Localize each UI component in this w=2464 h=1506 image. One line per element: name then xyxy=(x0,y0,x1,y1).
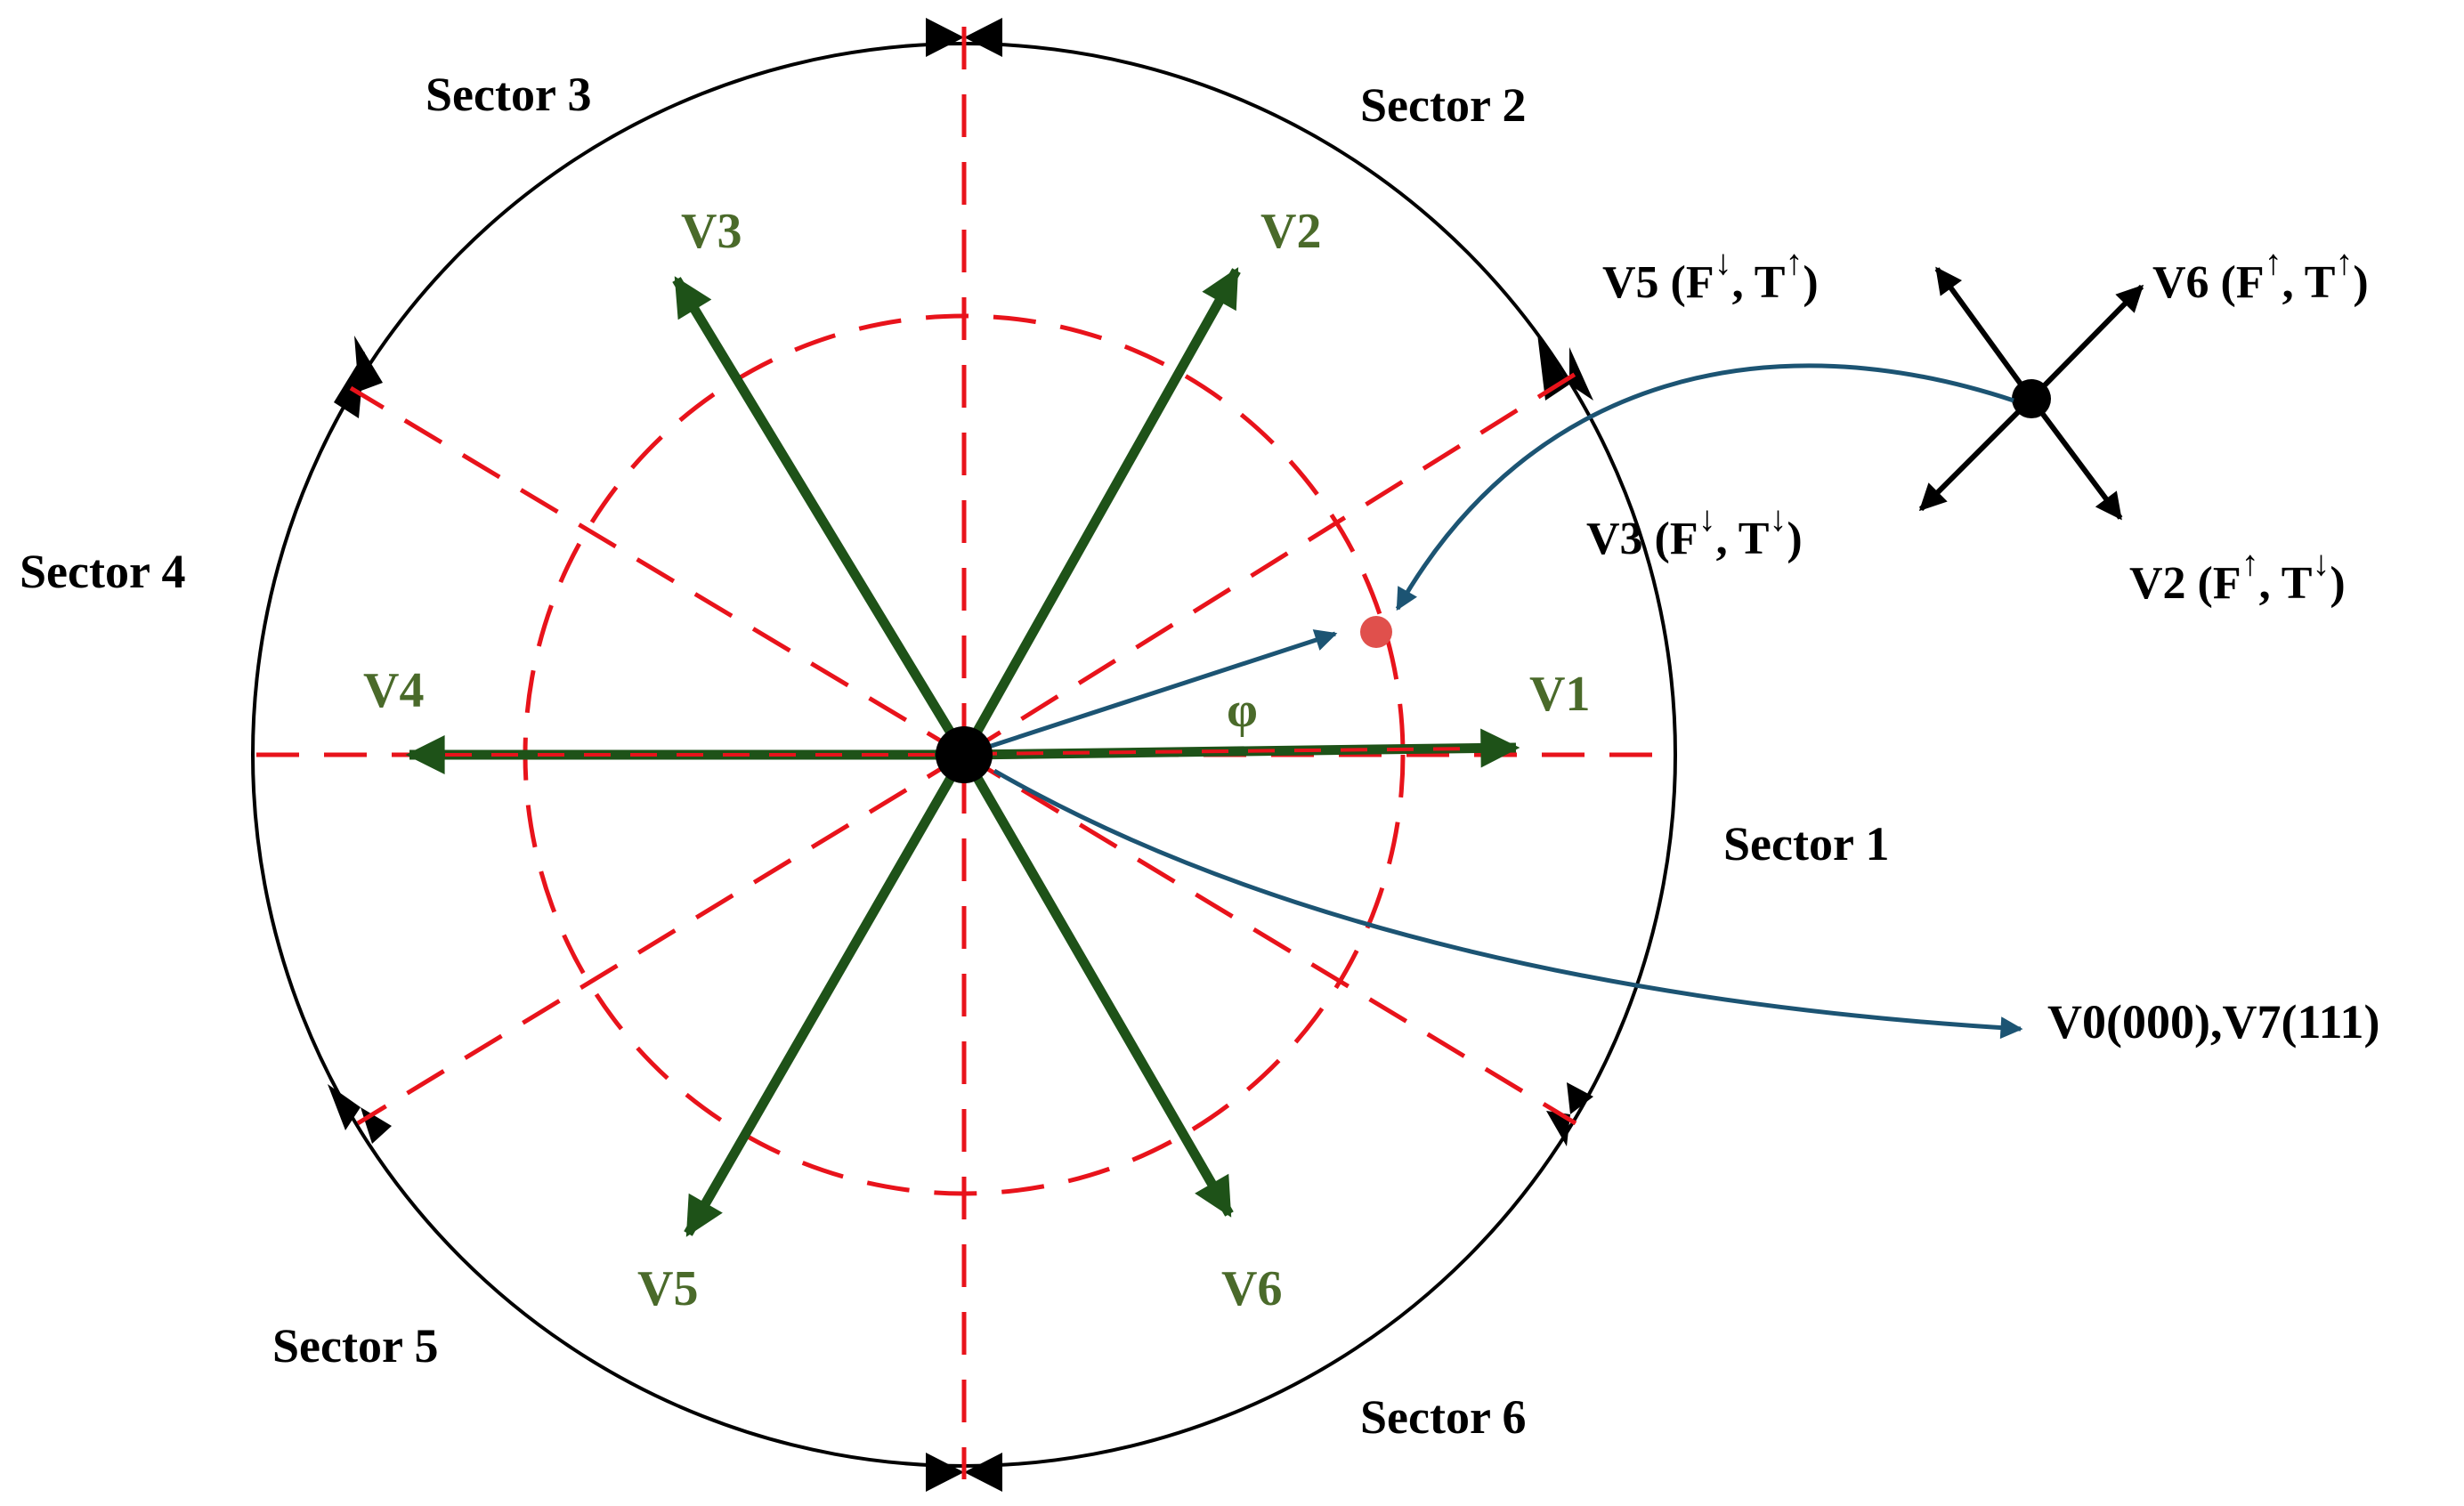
vector-label-v3: V3 xyxy=(681,204,742,259)
vector-v6-arrow xyxy=(960,752,1234,1218)
origin-dot xyxy=(936,726,993,783)
sector-line-diagonal-3 xyxy=(349,385,966,757)
legend-arrow-v6 xyxy=(2029,284,2144,401)
legend-v6-name: V6 (F xyxy=(2152,257,2265,308)
legend-v3-name: V3 (F xyxy=(1586,514,1698,564)
vector-label-v4: V4 xyxy=(363,663,424,718)
vector-v1-arrow xyxy=(963,728,1520,768)
vector-label-v2: V2 xyxy=(1260,204,1321,259)
vector-label-v6: V6 xyxy=(1221,1261,1282,1316)
legend-v5-name: V5 (F xyxy=(1602,257,1714,308)
boundary-marker-upper-left xyxy=(334,336,383,418)
legend-v5-mid: , T xyxy=(1732,257,1786,308)
sector-label-5: Sector 5 xyxy=(272,1319,438,1372)
legend-v6-t-arrow: ↑ xyxy=(2335,242,2353,282)
sector-label-3: Sector 3 xyxy=(426,68,591,121)
flux-point xyxy=(1360,616,1392,648)
zero-vectors-arrow xyxy=(993,768,2023,1040)
angle-label: φ xyxy=(1227,683,1258,738)
legend-arrow-v2 xyxy=(2029,397,2123,521)
legend-center-dot xyxy=(2012,379,2051,418)
legend-v6-f-arrow: ↑ xyxy=(2265,242,2282,282)
legend-v5-t-arrow: ↑ xyxy=(1785,242,1803,282)
sector-line-diagonal-2 xyxy=(962,752,1577,1126)
legend-v3-t-arrow: ↓ xyxy=(1769,498,1787,538)
sector-line-diagonal-4 xyxy=(356,752,966,1126)
boundary-marker-upper-right xyxy=(1537,334,1593,401)
legend-label-v3: V3 (F↓, T↓) xyxy=(1586,498,1803,564)
legend-v3-mid: , T xyxy=(1716,514,1770,564)
sector-label-6: Sector 6 xyxy=(1360,1390,1526,1444)
legend-to-flux-arrow xyxy=(1395,363,2014,611)
flux-vector-arrow xyxy=(963,629,1338,757)
legend-label-v6: V6 (F↑, T↑) xyxy=(2152,242,2369,308)
legend-v2-mid: , T xyxy=(2259,558,2313,609)
switching-legend-cross xyxy=(1918,266,2144,521)
legend-arrow-v5 xyxy=(1934,266,2034,401)
vector-label-v1: V1 xyxy=(1529,667,1590,722)
legend-v5-f-arrow: ↓ xyxy=(1714,242,1732,282)
legend-v3-end: ) xyxy=(1787,514,1802,564)
legend-v2-t-arrow: ↓ xyxy=(2312,543,2330,583)
vector-v2-arrow xyxy=(960,267,1241,757)
legend-v2-end: ) xyxy=(2330,558,2345,609)
horizontal-overlay-dashes xyxy=(445,747,1479,757)
sector-label-2: Sector 2 xyxy=(1360,78,1526,132)
legend-v6-mid: , T xyxy=(2282,257,2336,308)
legend-arrow-v3 xyxy=(1918,396,2034,512)
legend-label-v5: V5 (F↓, T↑) xyxy=(1602,242,1819,308)
legend-v2-name: V2 (F xyxy=(2129,558,2241,609)
overlay-dash-right xyxy=(969,747,1479,756)
legend-v2-f-arrow: ↑ xyxy=(2241,543,2259,583)
boundary-marker-lower-left xyxy=(328,1084,392,1144)
boundary-marker-lower-right xyxy=(1546,1082,1593,1146)
legend-v6-end: ) xyxy=(2353,257,2368,308)
vector-v5-arrow xyxy=(684,752,969,1237)
legend-label-v2: V2 (F↑, T↓) xyxy=(2129,543,2346,609)
sector-label-4: Sector 4 xyxy=(20,545,185,598)
legend-v3-f-arrow: ↓ xyxy=(1698,498,1716,538)
vector-v3-arrow xyxy=(672,276,969,757)
vector-label-v5: V5 xyxy=(637,1261,698,1316)
sector-label-1: Sector 1 xyxy=(1723,817,1889,870)
legend-v5-end: ) xyxy=(1803,257,1818,308)
zero-vectors-label: V0(000),V7(111) xyxy=(2047,995,2379,1049)
sector-line-diagonal-1 xyxy=(962,371,1577,757)
